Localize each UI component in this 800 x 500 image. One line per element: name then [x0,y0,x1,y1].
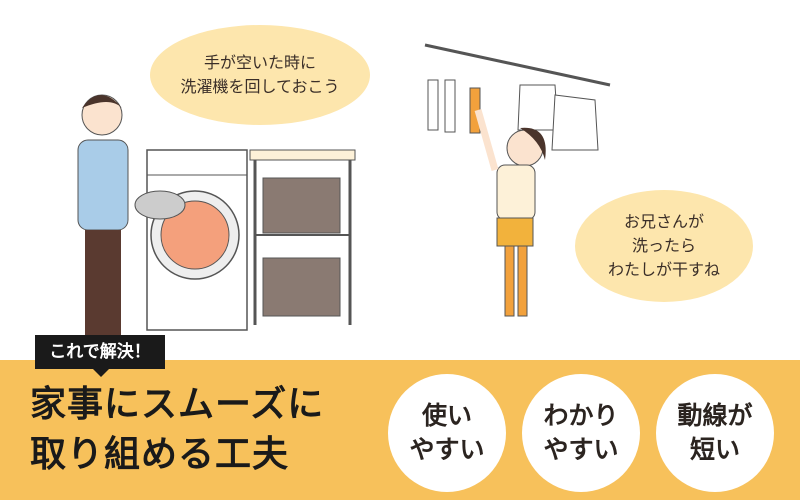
point-line: やすい [543,435,619,464]
solution-tag: これで解決！ [35,335,165,377]
bubble-line: 洗ったら [631,236,696,255]
washing-machine [146,149,248,331]
bubble-line: わたしが干すね [607,260,720,279]
headline-line-2: 取り組める工夫 [30,434,290,475]
laundry-illustration [77,43,611,335]
man-figure [77,94,186,335]
point-short-path: 動線が 短い [656,374,774,492]
point-easy-to-use: 使い やすい [388,374,506,492]
clothesline [424,43,611,151]
bubble-line: お兄さんが [623,212,704,231]
point-line: 使い [421,401,472,430]
point-line: 短い [689,435,740,464]
bubble-line: 洗濯機を回しておこう [180,77,340,96]
headline: 家事にスムーズに 取り組める工夫 [30,380,324,480]
point-line: 動線が [677,401,753,430]
laundry-shelf [249,149,356,325]
speech-bubble-man: 手が空いた時に 洗濯機を回しておこう [150,25,370,125]
headline-line-1: 家事にスムーズに [30,384,325,425]
speech-bubble-girl: お兄さんが 洗ったら わたしが干すね [575,190,753,302]
point-line: やすい [409,435,485,464]
point-easy-to-understand: わかり やすい [522,374,640,492]
girl-figure [474,109,546,317]
point-line: わかり [543,401,619,430]
bubble-line: 手が空いた時に [203,53,316,72]
